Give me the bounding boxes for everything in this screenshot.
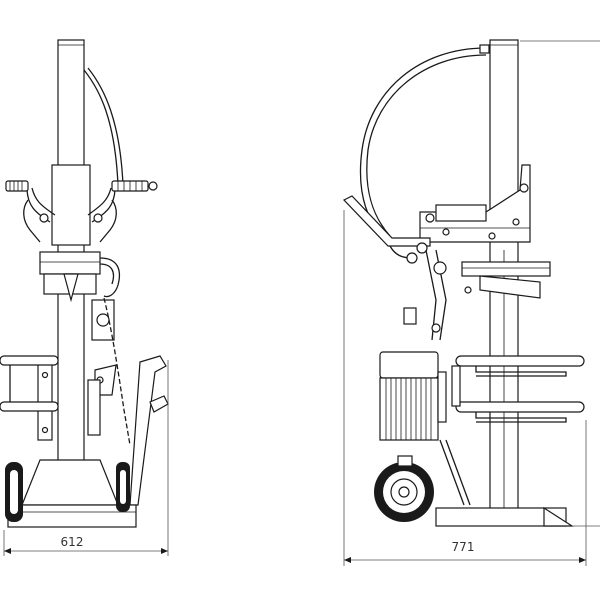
lower-table-arm — [0, 401, 59, 412]
splitting-wedge — [63, 273, 79, 303]
side-handle — [343, 195, 431, 247]
side-upper-table — [455, 355, 585, 367]
left-grip-ridges — [9, 181, 23, 191]
front-view: 612 — [0, 39, 169, 556]
motor-cap — [379, 351, 439, 379]
wedge-block — [39, 251, 101, 275]
wedge-plate — [461, 261, 551, 277]
dimension-side-width: 771 — [452, 540, 475, 554]
side-view: 771 — [343, 39, 600, 566]
electric-motor — [379, 377, 439, 441]
dimension-front-width: 612 — [61, 535, 84, 549]
side-lower-table — [455, 401, 585, 413]
column-guide — [51, 164, 91, 246]
right-grip-ridges — [117, 181, 143, 191]
motor-cooling-fins — [385, 378, 432, 440]
left-handle-grip — [5, 180, 29, 192]
lever-arm — [129, 355, 167, 506]
ram-bracket — [419, 164, 531, 243]
valve-knob — [403, 307, 417, 325]
base-gusset — [21, 459, 119, 506]
side-base-plate — [435, 507, 567, 527]
upper-table-arm — [0, 355, 59, 366]
